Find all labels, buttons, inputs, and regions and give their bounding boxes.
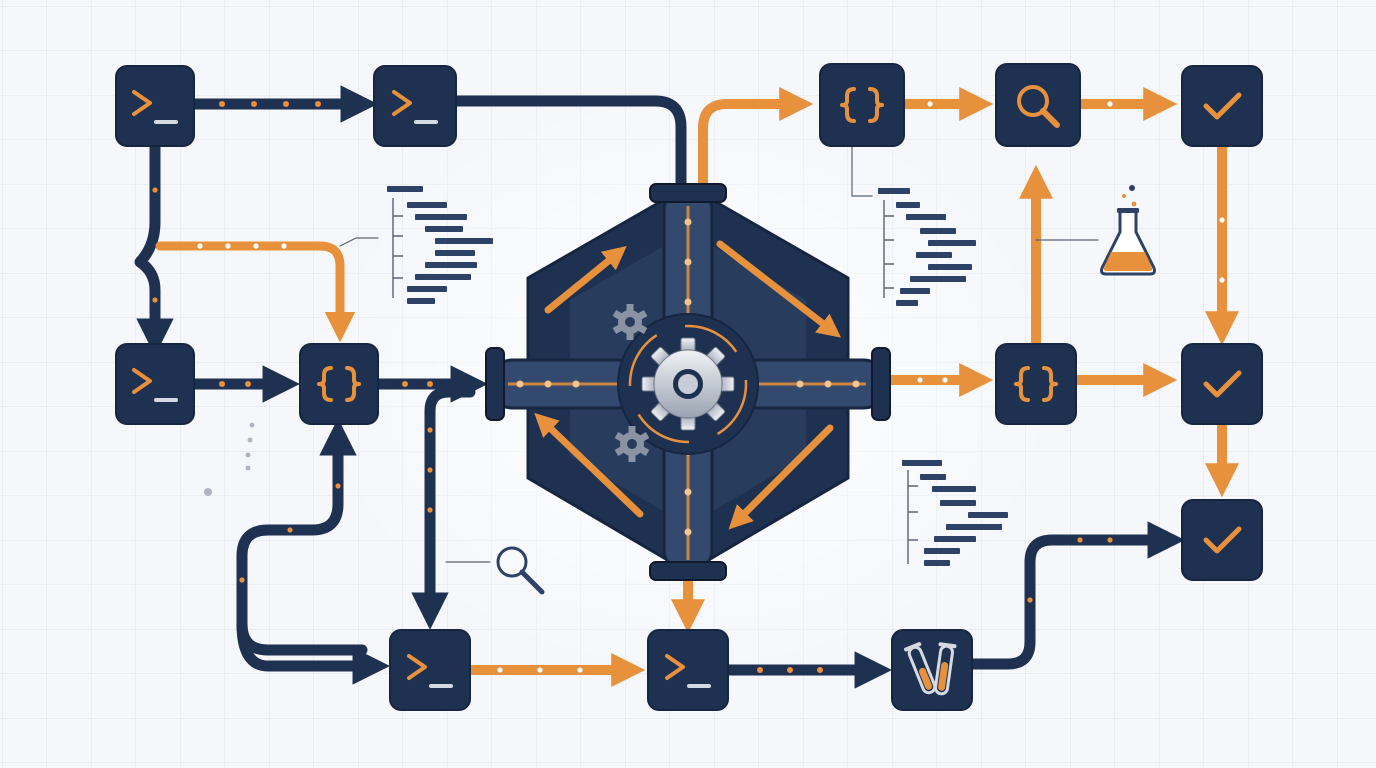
braces-node-b — [819, 63, 905, 147]
connector-terminal-a-terminal-c — [134, 140, 174, 356]
code-tree-icon — [387, 186, 493, 304]
braces-icon — [1014, 366, 1058, 402]
connector-branch-braces-a — [155, 241, 356, 343]
terminal-node-e — [647, 629, 729, 711]
terminal-icon — [665, 654, 711, 688]
check-icon — [1203, 92, 1242, 120]
flask-icon — [1100, 185, 1156, 276]
gear-icon — [614, 426, 650, 462]
terminal-node-c — [115, 343, 195, 425]
check-icon — [1203, 526, 1242, 554]
connector-hub-terminal-d — [411, 386, 476, 630]
gear-icon — [612, 304, 648, 340]
code-tree-icon — [878, 188, 976, 306]
braces-node-a — [299, 343, 379, 425]
test-tubes-icon — [903, 642, 957, 696]
check-node-b — [1181, 343, 1263, 425]
annotation-line-a — [339, 237, 379, 247]
braces-icon — [317, 366, 361, 402]
terminal-icon — [407, 654, 453, 688]
search-icon — [496, 546, 545, 595]
terminal-icon — [392, 90, 438, 124]
test-tubes-node — [891, 629, 973, 711]
braces-node-c — [995, 343, 1077, 425]
braces-icon — [840, 87, 884, 123]
check-icon — [1203, 370, 1242, 398]
terminal-icon — [132, 90, 178, 124]
terminal-icon — [132, 368, 178, 402]
check-node-a — [1181, 65, 1263, 147]
code-tree-icon — [902, 460, 1008, 566]
connector-loop-terminal-d — [236, 618, 390, 685]
flow-dots — [152, 101, 1225, 673]
gear-icon — [641, 337, 735, 431]
connector-hub-braces-b — [698, 86, 814, 191]
central-hub — [485, 183, 891, 581]
search-icon — [1017, 85, 1060, 128]
search-node — [995, 63, 1081, 147]
check-node-c — [1181, 499, 1263, 581]
annotation-line-b — [851, 145, 873, 197]
terminal-node-d — [389, 629, 471, 711]
terminal-node-a — [115, 65, 195, 147]
terminal-node-b — [373, 65, 457, 147]
connector-terminal-b-hub — [452, 95, 687, 192]
